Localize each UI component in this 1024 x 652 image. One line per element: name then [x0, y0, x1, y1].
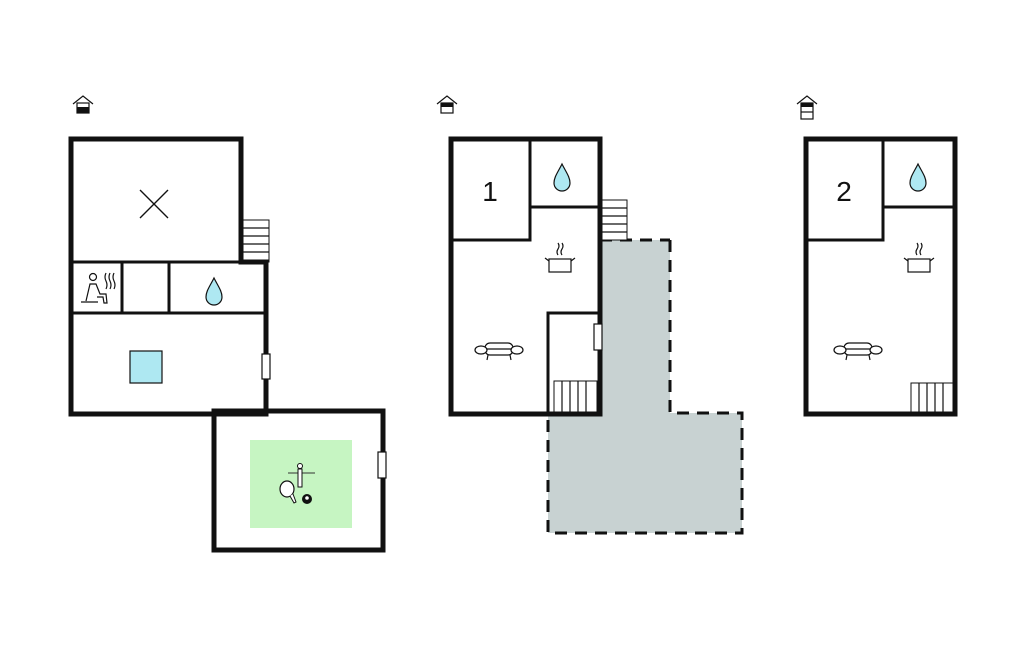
house-ground-floor-icon: [436, 95, 458, 114]
annex-wall: [211, 408, 386, 553]
basement-plan: [68, 95, 387, 553]
outer-wall: [448, 136, 603, 417]
sofa-icon: [474, 342, 524, 361]
bathroom-water-icon: [553, 163, 571, 192]
stairs: [599, 199, 628, 241]
terrace-dashed-edge: [546, 240, 744, 535]
door: [593, 323, 603, 351]
house-first-floor-icon: [796, 95, 818, 120]
kitchen-icon: [903, 242, 935, 273]
door: [377, 451, 387, 479]
first-floor-plan: 2: [796, 95, 958, 417]
sauna-icon: [81, 272, 116, 304]
outer-wall: [803, 136, 958, 417]
terrace: [548, 240, 742, 533]
stairs: [553, 380, 598, 413]
bedroom-label: 1: [482, 176, 498, 207]
game-room-icon: [279, 463, 315, 504]
ground-floor-plan: 1: [436, 95, 744, 535]
bathroom-water-icon: [205, 277, 223, 306]
interior-walls: [71, 260, 266, 315]
open-void-icon: [139, 189, 169, 219]
pool-icon: [129, 350, 163, 384]
house-basement-icon: [72, 95, 94, 114]
kitchen-icon: [544, 242, 576, 273]
door: [261, 353, 271, 380]
outer-wall: [68, 136, 269, 417]
bathroom-water-icon: [909, 163, 927, 192]
bedroom-label: 2: [836, 176, 852, 207]
interior-walls: [451, 139, 600, 414]
interior-walls: [806, 139, 955, 242]
stairs: [910, 382, 954, 413]
stairs: [240, 219, 270, 263]
sofa-icon: [833, 342, 883, 361]
